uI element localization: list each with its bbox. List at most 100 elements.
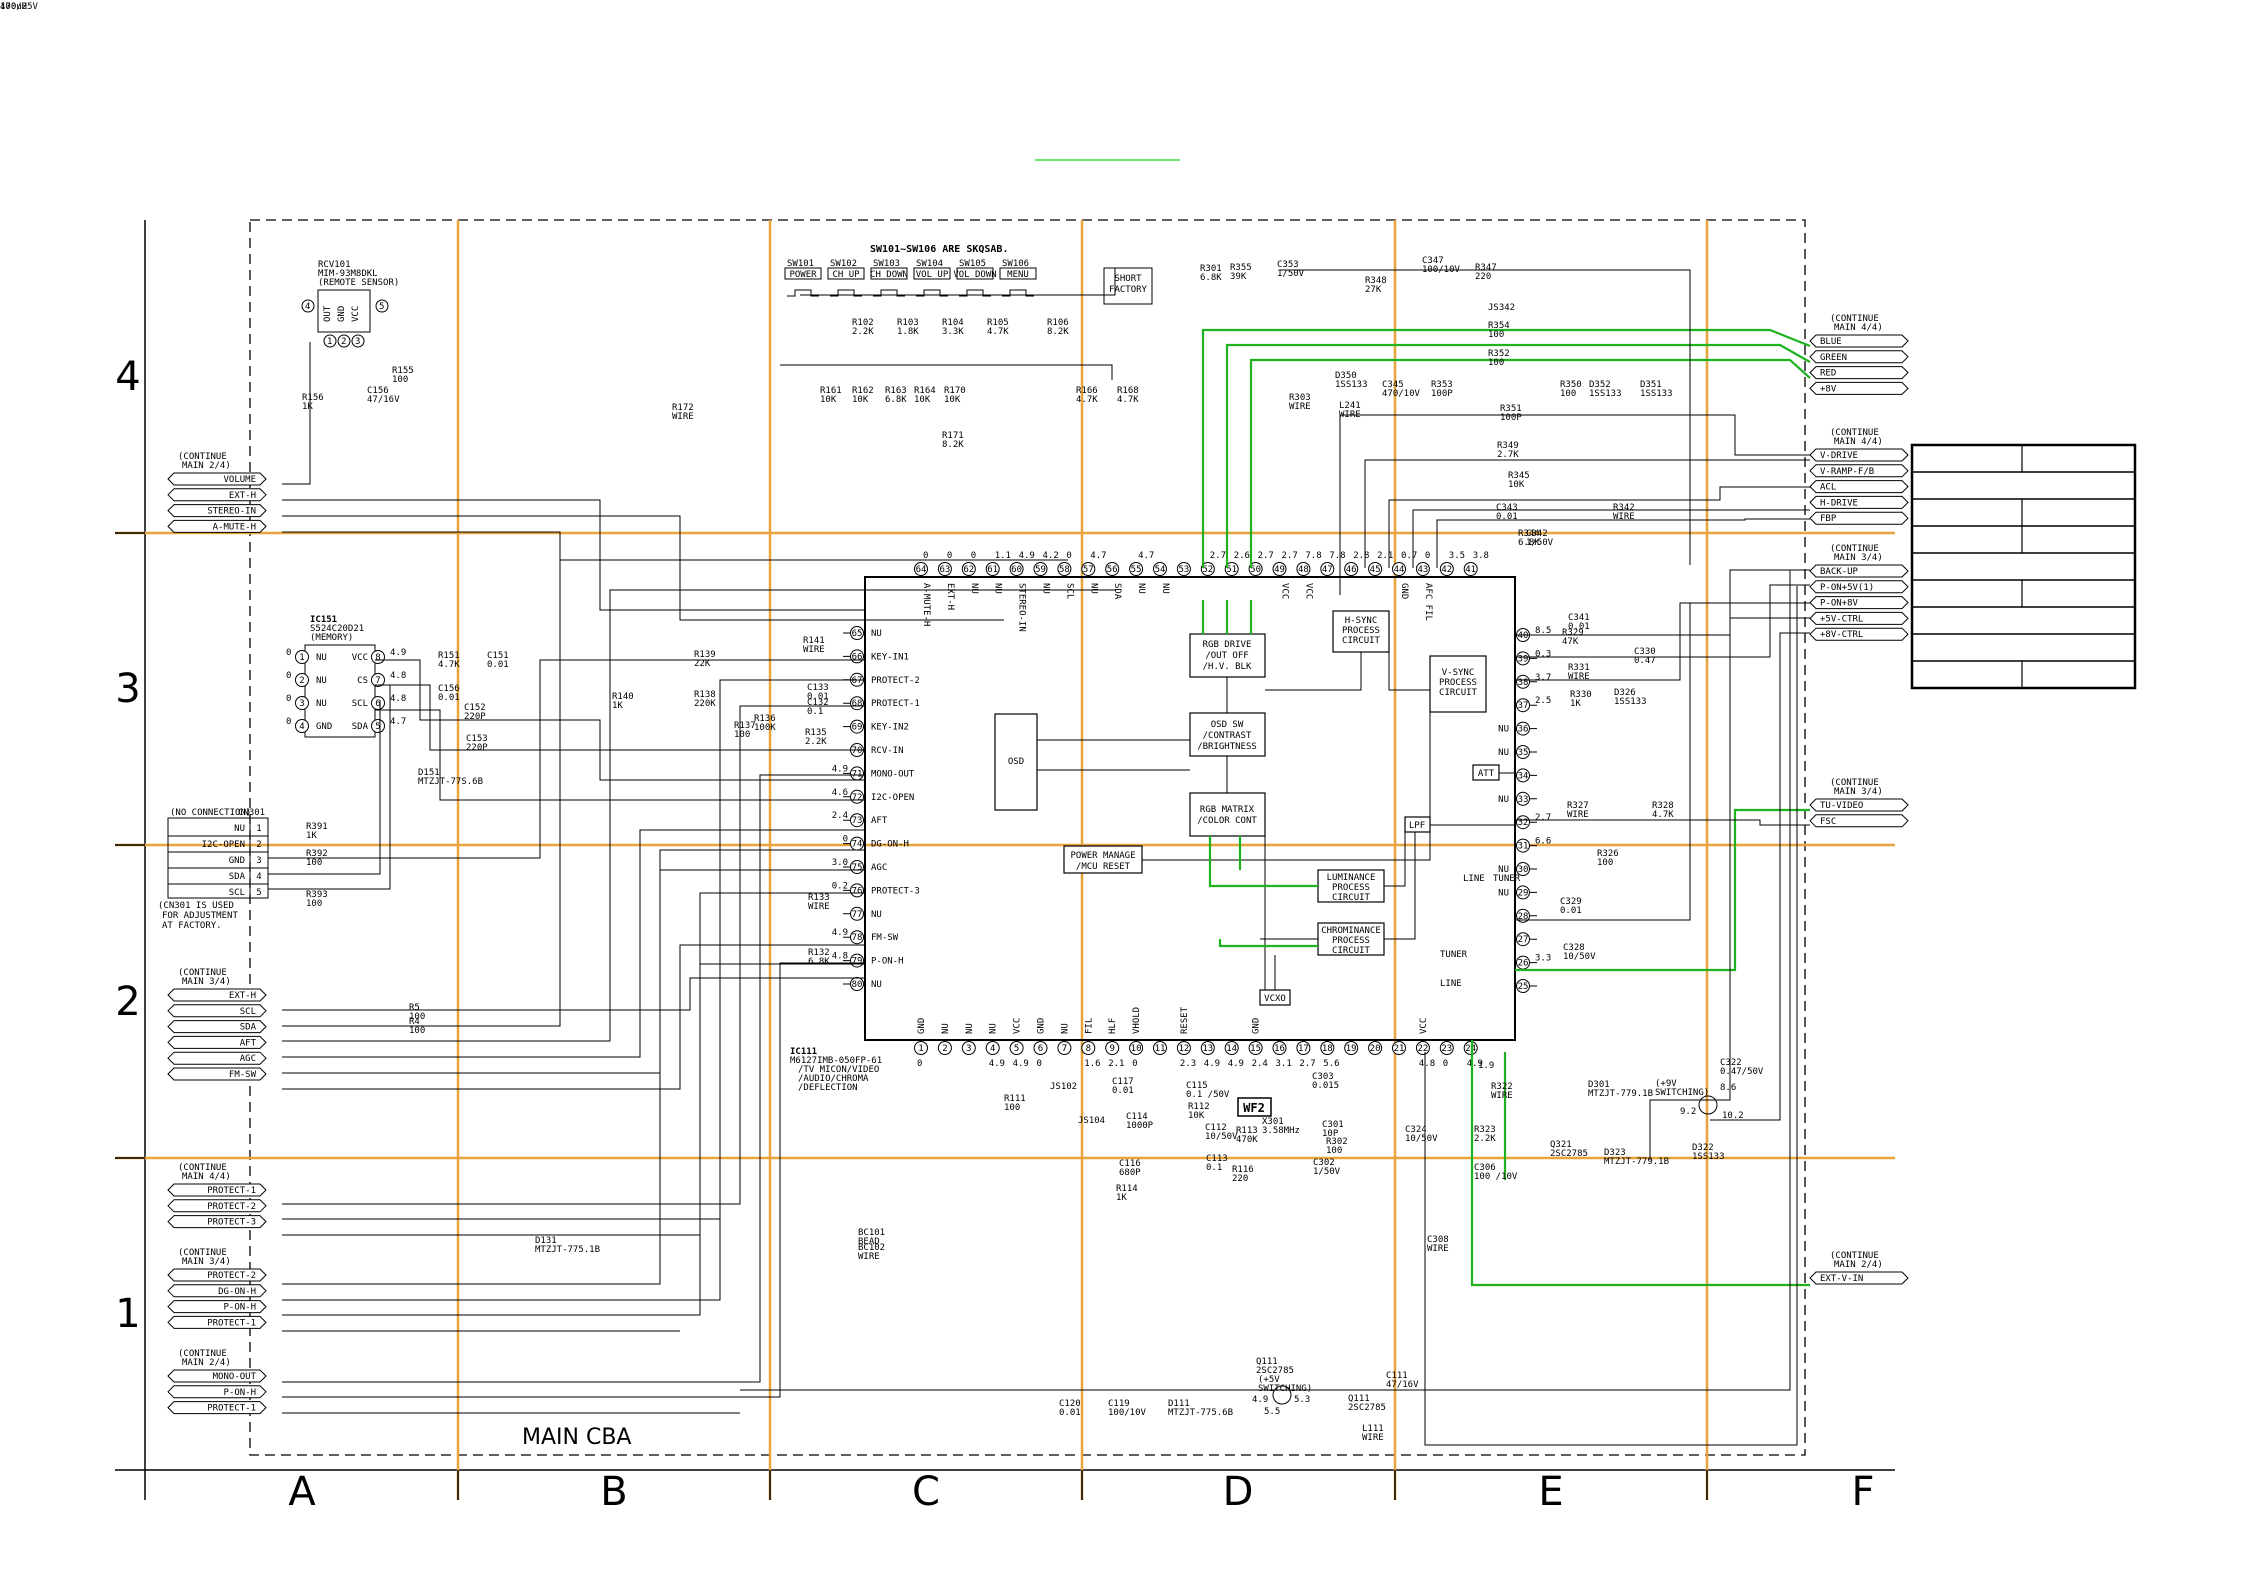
- connector-signal-box: [167, 1035, 267, 1049]
- component-value: 4.7K: [1117, 395, 1139, 405]
- connector-signal-label: STEREO-IN: [207, 507, 256, 517]
- switch-symbol: [959, 289, 991, 297]
- ic111-pin-num: 70: [852, 746, 863, 756]
- component-value: 3.3K: [942, 327, 964, 337]
- connector-signal-box: [1809, 580, 1909, 594]
- component-value: 1/50V: [1313, 1167, 1341, 1177]
- ic151-part: S524C20D21: [310, 624, 364, 634]
- ic111-pin-name: A-MUTE-H: [921, 583, 931, 626]
- component-ref: C117: [1112, 1077, 1134, 1087]
- component-ref: R301: [1200, 264, 1222, 274]
- cn301-pin-num: 3: [256, 856, 261, 866]
- connector-signal-label: EXT-H: [229, 991, 256, 1001]
- ic111-pin-voltage: 3.3: [1535, 954, 1551, 964]
- svg-text:2: 2: [341, 337, 346, 347]
- component-ref: C132: [807, 698, 829, 708]
- ic111-pin-voltage: 2.1: [1377, 551, 1393, 561]
- ic111-pin-num: 34: [1518, 771, 1529, 781]
- component-ref: R303: [1289, 393, 1311, 403]
- ic111-ref: IC111: [790, 1047, 817, 1057]
- ic151-pin-voltage: 4.8: [390, 671, 406, 681]
- ic111-pin-name: NU: [871, 980, 882, 990]
- component-ref: R352: [1488, 349, 1510, 359]
- annotations: WF2 Q111 2SC2785 (+5V SWITCHING) 4.9 5.3…: [1237, 1061, 1744, 1417]
- component-ref: R355: [1230, 263, 1252, 273]
- ic111-pin-num: 4: [990, 1044, 995, 1054]
- ic111-pin-marker: [1516, 979, 1530, 993]
- ic111-pin-name: NU: [871, 910, 882, 920]
- block-osd-sw-1: OSD SW: [1211, 720, 1244, 730]
- connector-signal-label: P-ON+8V: [1820, 599, 1859, 609]
- component-ref: C328: [1563, 943, 1585, 953]
- component-ref: R170: [944, 386, 966, 396]
- connector-signal-box: [167, 504, 267, 518]
- component-ref: C111: [1386, 1371, 1408, 1381]
- component-ref: D322: [1692, 1143, 1714, 1153]
- ic111-pin-num: 39: [1518, 654, 1529, 664]
- component-ref: R323: [1474, 1125, 1496, 1135]
- ic111-pin-num: 47: [1322, 565, 1333, 575]
- ic111-pin-num: 28: [1518, 912, 1529, 922]
- ic111-pin-name: NU: [1498, 725, 1509, 735]
- component-value: 1/50V: [1277, 269, 1305, 279]
- ic111-pin-num: 27: [1518, 935, 1529, 945]
- component-ref: R347: [1475, 263, 1497, 273]
- ic111-pin-name: NU: [1136, 583, 1146, 594]
- rcv101-part: MIM-93M8DKL: [318, 269, 378, 279]
- ic151-pin-name: VCC: [352, 653, 368, 663]
- connector-signal-box: [167, 1300, 267, 1314]
- ic151-pin-voltage: 4.8: [390, 694, 406, 704]
- ic111-desc-2: /AUDIO/CHROMA: [798, 1074, 869, 1084]
- q321-v-1: 8.6: [1720, 1083, 1736, 1093]
- component-value: 100: [409, 1026, 425, 1036]
- ic151-pin-name: GND: [316, 722, 332, 732]
- component-value: 0.015: [1312, 1081, 1339, 1091]
- connector-signal-box: [167, 1020, 267, 1034]
- connector-title: MAIN 4/4): [182, 1172, 231, 1182]
- component-ref: JS104: [1078, 1116, 1105, 1126]
- component-value: 39K: [1230, 272, 1247, 282]
- ic111-pin-name: NU: [969, 583, 979, 594]
- svg-text:3: 3: [355, 337, 360, 347]
- component-value: 10/50V: [1563, 952, 1596, 962]
- rcv101: RCV101 MIM-93M8DKL (REMOTE SENSOR) OUT G…: [301, 260, 399, 348]
- connector-signal-label: DG-ON-H: [218, 1287, 256, 1297]
- component-value: 100: [1560, 389, 1576, 399]
- ic111-pin-num: 2: [942, 1044, 947, 1054]
- ic151-pin-name: SDA: [352, 722, 369, 732]
- ic111-pin-num: 42: [1441, 565, 1452, 575]
- component-value: 470K: [1236, 1135, 1258, 1145]
- ic111-pin-name: HLF: [1108, 1018, 1118, 1034]
- connector-signal-box: [167, 1199, 267, 1213]
- component-ref: Q321: [1550, 1140, 1572, 1150]
- ic111-pin-num: 55: [1131, 565, 1142, 575]
- ic111-pin-marker: [1153, 562, 1167, 576]
- component-value: 680P: [1119, 1168, 1141, 1178]
- component-ref: C341: [1568, 613, 1590, 623]
- connector-signal-box: [167, 1369, 267, 1383]
- ic111-pin-num: 63: [939, 565, 950, 575]
- component-value: 220P: [464, 712, 486, 722]
- connector-title: (CONTINUE: [178, 968, 227, 978]
- component-value: 0.1: [1206, 1163, 1222, 1173]
- ic151-pin-name: SCL: [352, 699, 368, 709]
- ic111-pin-voltage: 0: [1037, 1059, 1042, 1069]
- component-value: MTZJT-775.1B: [535, 1245, 600, 1255]
- connector-signal-label: AFT: [240, 1038, 257, 1048]
- short-factory-1: SHORT: [1114, 274, 1142, 284]
- component-value: 100P: [1500, 413, 1522, 423]
- component-value: WIRE: [1491, 1091, 1513, 1101]
- component-value: WIRE: [858, 1252, 880, 1262]
- component-ref: D350: [1335, 371, 1357, 381]
- component-value: 100: [409, 1012, 425, 1022]
- component-ref: D111: [1168, 1399, 1190, 1409]
- component-value: 0.47/50V: [1720, 1067, 1764, 1077]
- ic151: IC151 S524C20D21 (MEMORY): [304, 615, 376, 738]
- ic111-pin-num: 3: [966, 1044, 971, 1054]
- ic111-pin-marker: [985, 562, 1000, 576]
- component-ref: R106: [1047, 318, 1069, 328]
- component-value: 4.7K: [1652, 810, 1674, 820]
- ic111-pin-marker: [1248, 1041, 1263, 1055]
- component-ref: C113: [1206, 1154, 1228, 1164]
